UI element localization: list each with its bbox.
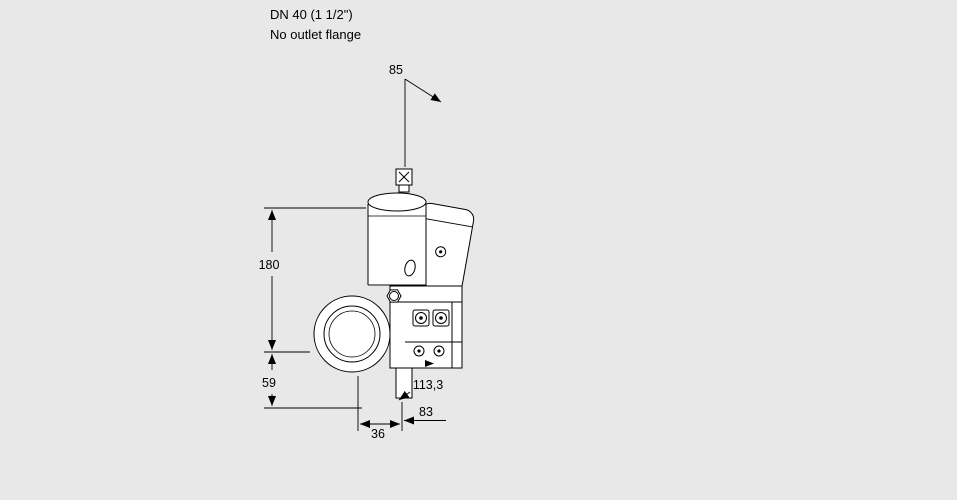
dim-bottom-width-label: 36 bbox=[371, 427, 385, 441]
bottom-outlet-stub bbox=[395, 367, 413, 399]
dim-main-height-label: 180 bbox=[259, 258, 280, 272]
dim-top-width-label: 85 bbox=[389, 63, 403, 77]
hex-bolt bbox=[386, 289, 402, 303]
dim-lower-height-lines bbox=[264, 354, 362, 409]
dim-top-width-lines bbox=[404, 78, 442, 167]
dim-diagonal-leader bbox=[398, 390, 411, 401]
dim-diagonal-label: 113,3 bbox=[413, 378, 443, 392]
dim-main-height-lines bbox=[264, 207, 366, 353]
dim-right-width-label: 83 bbox=[419, 405, 433, 419]
dimension-lines bbox=[264, 78, 446, 431]
adjustment-knob bbox=[395, 168, 413, 193]
inlet-flange bbox=[313, 295, 391, 373]
solenoid-coil bbox=[367, 192, 427, 287]
drawing-title-size: DN 40 (1 1/2") bbox=[270, 7, 353, 22]
valve-figure bbox=[313, 168, 475, 399]
valve-body bbox=[389, 285, 463, 369]
dim-bottom-width-lines bbox=[357, 376, 403, 431]
drawing-title-variant: No outlet flange bbox=[270, 27, 362, 42]
flow-direction-arrow bbox=[425, 360, 434, 367]
dim-lower-height-label: 59 bbox=[262, 376, 276, 390]
coil-mounting-eye bbox=[404, 259, 416, 277]
